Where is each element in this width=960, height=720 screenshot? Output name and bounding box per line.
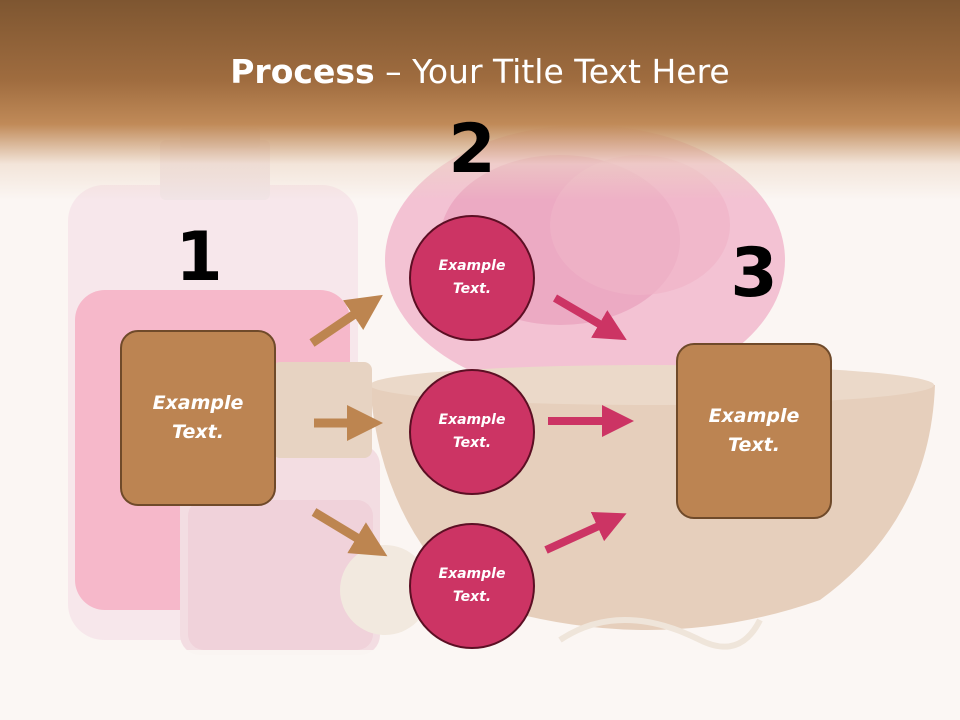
step-box-left-label: Example Text. — [152, 392, 244, 443]
arrow-to-circle-bottom — [311, 508, 388, 557]
circle-top[interactable]: Example Text. — [409, 215, 535, 341]
arrow-from-circle-bottom — [544, 512, 627, 554]
step-number-3: 3 — [730, 234, 778, 313]
step-box-right[interactable]: Example Text. — [676, 343, 832, 519]
title-rest: – Your Title Text Here — [374, 52, 730, 91]
circle-top-label: Example Text. — [438, 258, 506, 297]
title-bold: Process — [230, 52, 375, 91]
circle-middle[interactable]: Example Text. — [409, 369, 535, 495]
step-number-1: 1 — [175, 218, 223, 297]
circle-bottom[interactable]: Example Text. — [409, 523, 535, 649]
title-band — [0, 0, 960, 200]
step-box-left[interactable]: Example Text. — [120, 330, 276, 506]
slide-title[interactable]: Process – Your Title Text Here — [0, 52, 960, 91]
circle-middle-label: Example Text. — [438, 412, 506, 451]
circle-bottom-label: Example Text. — [438, 566, 506, 605]
step-number-2: 2 — [448, 110, 496, 189]
arrow-from-circle-top — [552, 294, 627, 341]
step-box-right-label: Example Text. — [708, 405, 800, 456]
arrow-to-circle-top — [309, 294, 383, 347]
